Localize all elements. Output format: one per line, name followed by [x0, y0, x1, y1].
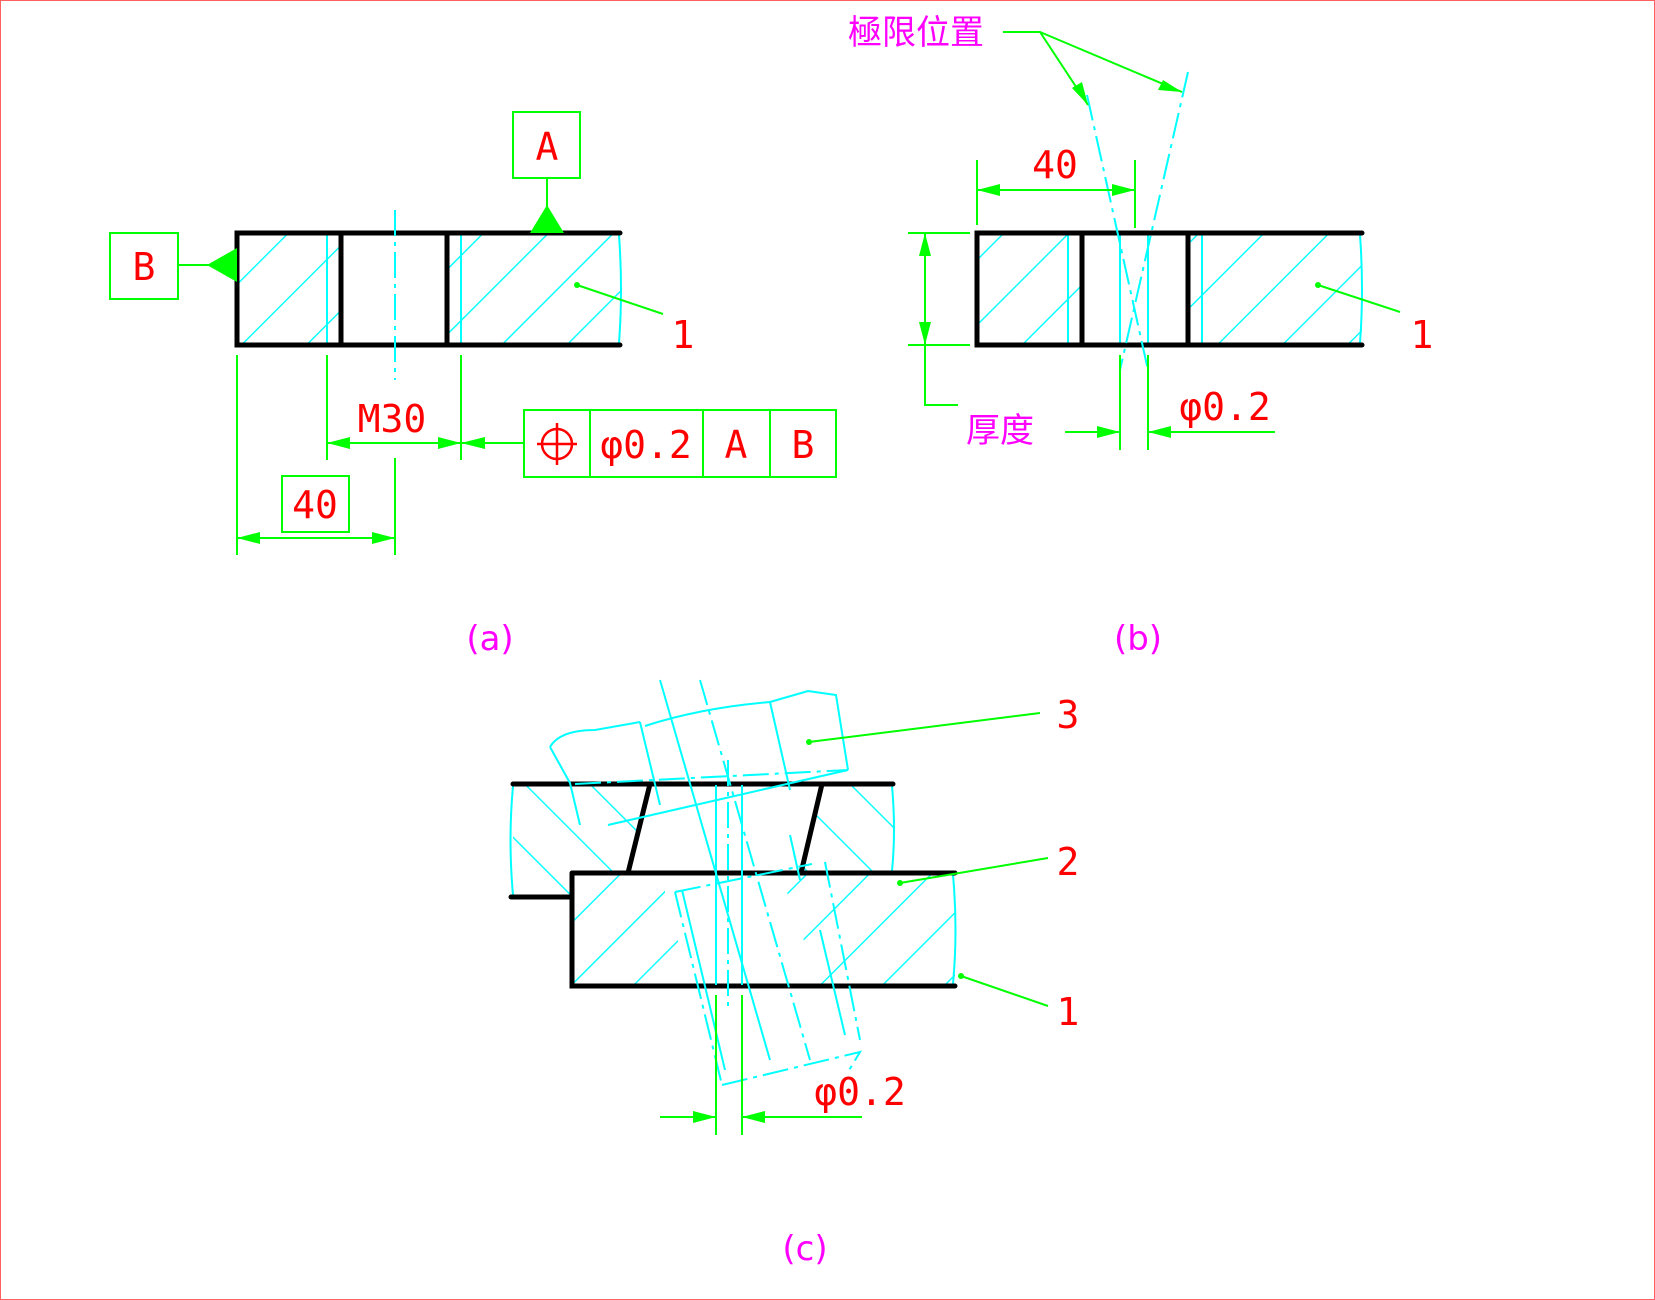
- limit-axis-right: [1119, 71, 1189, 371]
- caption-c: (c): [782, 1229, 827, 1269]
- position-icon: [537, 423, 577, 465]
- thread-label: M30: [358, 397, 427, 441]
- hatch-left: [237, 233, 341, 345]
- plate-outline: [974, 230, 1365, 348]
- hatch-right: [447, 233, 620, 345]
- plates-outline: [508, 781, 958, 989]
- tolerance-b: φ0.2: [1179, 385, 1271, 429]
- fcf-tolerance: φ0.2: [600, 423, 692, 467]
- datum-b-triangle: [207, 248, 237, 282]
- datum-a-label: A: [536, 125, 559, 169]
- thickness-label: 厚度: [966, 411, 1034, 451]
- part-number-2: 2: [1057, 840, 1080, 884]
- datum-b-label: B: [133, 245, 156, 289]
- tolerance-c: φ0.2: [814, 1070, 906, 1114]
- fcf-datum-2: B: [792, 423, 815, 467]
- bolt-limit-position: [549, 679, 863, 1086]
- plate-outline: [234, 230, 623, 348]
- limit-position-label: 極限位置: [848, 13, 984, 53]
- limit-axis-left: [1086, 94, 1149, 371]
- figure-a: B A M30 φ0.2: [109, 111, 837, 659]
- part-number-1: 1: [1411, 313, 1434, 357]
- basic-dimension: 40: [292, 483, 338, 527]
- caption-a: (a): [466, 619, 513, 659]
- figure-c: φ0.2 3 2 1 (c): [508, 679, 1080, 1269]
- datum-a-triangle: [530, 205, 564, 233]
- part-number-1: 1: [672, 313, 695, 357]
- fcf-datum-1: A: [725, 423, 748, 467]
- dimension-40: 40: [1032, 143, 1078, 187]
- basic-dimension-box: [281, 475, 350, 533]
- part-number-3: 3: [1057, 693, 1080, 737]
- figure-b: 極限位置 40 厚度 φ0.2 1 (b): [848, 13, 1433, 659]
- part-number-1: 1: [1057, 990, 1080, 1034]
- caption-b: (b): [1114, 619, 1162, 659]
- feature-control-frame: φ0.2 A B: [523, 409, 837, 478]
